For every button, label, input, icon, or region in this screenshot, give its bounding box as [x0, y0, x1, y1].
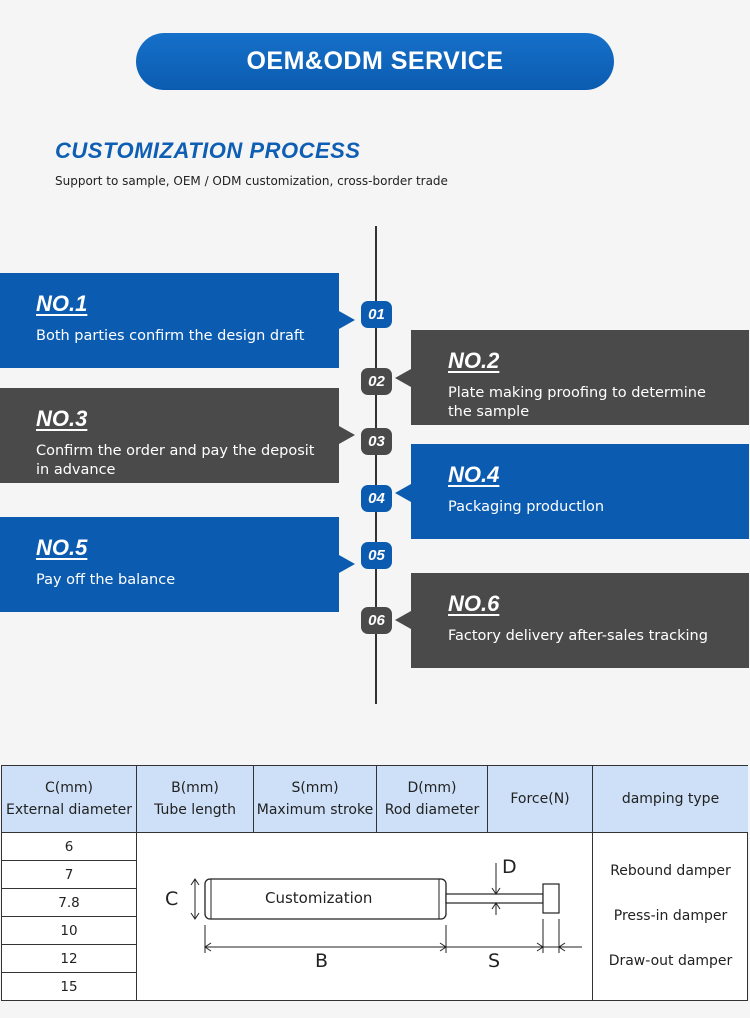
header-line: S(mm) [291, 780, 339, 796]
dim-arrow [536, 942, 544, 952]
c-value-cell: 12 [2, 945, 137, 973]
c-value-cell: 6 [2, 833, 137, 861]
header-b: B(mm) Tube length [137, 766, 254, 833]
c-value-cell: 10 [2, 917, 137, 945]
diagram-body-label: Customization [265, 889, 373, 907]
step-number: NO.4 [448, 462, 500, 487]
timeline-line [375, 226, 377, 704]
header-s: S(mm) Maximum stroke [254, 766, 377, 833]
step-card-3: NO.3 Confirm the order and pay the depos… [0, 388, 339, 483]
section-title: CUSTOMIZATION PROCESS [55, 138, 361, 163]
step-text: Confirm the order and pay the deposit in… [36, 443, 315, 478]
diagram-label-d: D [502, 856, 517, 878]
step-badge-2: 02 [361, 368, 392, 395]
dim-arrow [204, 942, 212, 952]
step-badge-5: 05 [361, 542, 392, 569]
step-number: NO.1 [36, 291, 88, 316]
spec-table: C(mm) External diameter B(mm) Tube lengt… [1, 765, 748, 1001]
header-line: C(mm) [45, 780, 93, 796]
step-card-4: NO.4 Packaging productlon [411, 444, 749, 539]
dim-arrow [491, 902, 501, 910]
c-value-cell: 15 [2, 973, 137, 1000]
pointer-arrow [339, 555, 355, 573]
damper-head [542, 883, 560, 914]
header-line: damping type [621, 791, 720, 807]
damper-diagram [190, 863, 582, 953]
diagram-label-c: C [165, 888, 179, 910]
damping-type: Rebound damper [610, 863, 731, 879]
pointer-arrow [395, 611, 411, 629]
step-text: Packaging productlon [448, 499, 605, 515]
diagram-label-s: S [488, 950, 501, 972]
pointer-arrow [339, 311, 355, 329]
dim-arrow [558, 942, 566, 952]
header-line: D(mm) [407, 780, 457, 796]
header-line: Rod diameter [384, 802, 480, 818]
pointer-arrow [395, 369, 411, 387]
step-number: NO.2 [448, 348, 500, 373]
step-text: Pay off the balance [36, 572, 176, 588]
damper-rod [445, 893, 544, 904]
c-value-cell: 7 [2, 861, 137, 889]
header-line: Maximum stroke [256, 802, 374, 818]
damping-type: Press-in damper [613, 908, 728, 924]
step-card-2: NO.2 Plate making proofing to determine … [411, 330, 749, 425]
header-line: External diameter [6, 802, 132, 818]
header-line: Tube length [154, 802, 236, 818]
damping-type: Draw-out damper [608, 953, 733, 969]
step-text: Plate making proofing to determine the s… [448, 385, 706, 420]
step-card-6: NO.6 Factory delivery after-sales tracki… [411, 573, 749, 668]
dim-arrow [491, 887, 501, 895]
column-divider [592, 833, 593, 1000]
step-number: NO.6 [448, 591, 500, 616]
header-c: C(mm) External diameter [2, 766, 137, 833]
header-d: D(mm) Rod diameter [377, 766, 488, 833]
oem-odm-banner: OEM&ODM SERVICE [136, 33, 614, 90]
section-subtitle: Support to sample, OEM / ODM customizati… [55, 174, 448, 188]
step-number: NO.5 [36, 535, 88, 560]
step-badge-6: 06 [361, 607, 392, 634]
step-number: NO.3 [36, 406, 88, 431]
header-damping: damping type [593, 766, 748, 833]
step-badge-3: 03 [361, 428, 392, 455]
header-line: B(mm) [171, 780, 219, 796]
c-value-cell: 7.8 [2, 889, 137, 917]
pointer-arrow [395, 484, 411, 502]
dim-arrow [190, 912, 200, 920]
step-badge-4: 04 [361, 485, 392, 512]
diagram-label-b: B [315, 950, 329, 972]
header-force: Force(N) [488, 766, 593, 833]
step-card-5: NO.5 Pay off the balance [0, 517, 339, 612]
dim-arrow [190, 878, 200, 886]
step-text: Both parties confirm the design draft [36, 328, 305, 344]
step-card-1: NO.1 Both parties confirm the design dra… [0, 273, 339, 368]
pointer-arrow [339, 426, 355, 444]
header-line: Force(N) [510, 791, 570, 807]
step-badge-1: 01 [361, 301, 392, 328]
step-text: Factory delivery after-sales tracking [448, 628, 708, 644]
